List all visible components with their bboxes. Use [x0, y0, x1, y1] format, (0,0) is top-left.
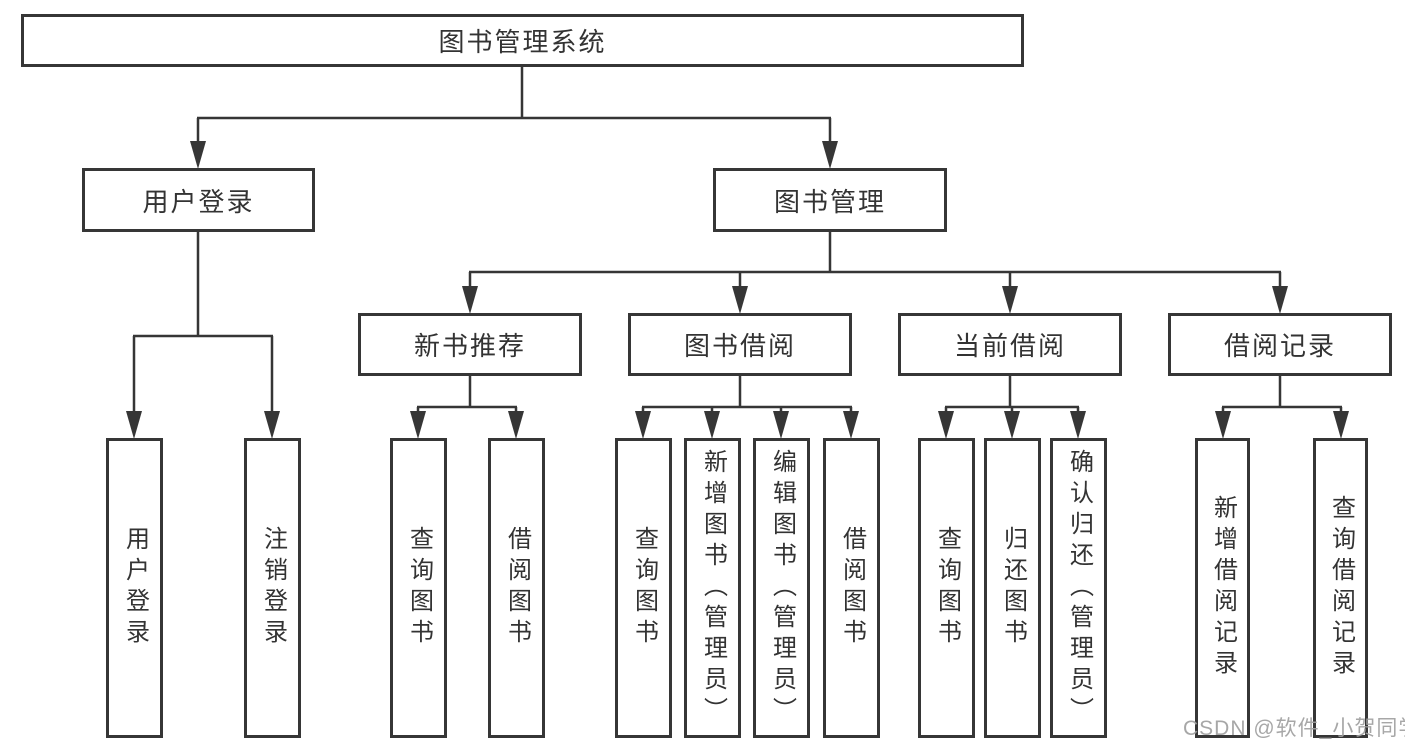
node-add-books-admin: 新增图书（管理员） — [684, 438, 741, 738]
node-label: 确认归还（管理员） — [1065, 448, 1093, 728]
node-label: 查询借阅记录 — [1327, 495, 1355, 681]
node-user-login: 用户登录 — [82, 168, 315, 232]
node-current-borrowing: 当前借阅 — [898, 313, 1122, 376]
node-label: 归还图书 — [999, 526, 1027, 650]
node-label: 用户登录 — [121, 526, 149, 650]
node-label: 查询图书 — [405, 526, 433, 650]
node-label: 借阅图书 — [503, 526, 531, 650]
node-query-books-borrow: 查询图书 — [615, 438, 672, 738]
node-login-action: 用户登录 — [106, 438, 163, 738]
node-logout-action: 注销登录 — [244, 438, 301, 738]
node-borrow-books-borrow: 借阅图书 — [823, 438, 880, 738]
node-new-book-recommend: 新书推荐 — [358, 313, 582, 376]
node-query-borrow-record: 查询借阅记录 — [1313, 438, 1368, 738]
node-book-borrowing: 图书借阅 — [628, 313, 852, 376]
node-return-books: 归还图书 — [984, 438, 1041, 738]
node-label: 注销登录 — [259, 526, 287, 650]
node-confirm-return-admin: 确认归还（管理员） — [1050, 438, 1107, 738]
node-label: 新增图书（管理员） — [699, 448, 727, 728]
node-book-management: 图书管理 — [713, 168, 947, 232]
node-label: 查询图书 — [933, 526, 961, 650]
node-label: 借阅图书 — [838, 526, 866, 650]
node-borrow-books-recommend: 借阅图书 — [488, 438, 545, 738]
node-label: 新增借阅记录 — [1209, 495, 1237, 681]
node-query-books-current: 查询图书 — [918, 438, 975, 738]
node-query-books-recommend: 查询图书 — [390, 438, 447, 738]
node-add-borrow-record: 新增借阅记录 — [1195, 438, 1250, 738]
csdn-watermark: CSDN @软件_小贺同学 — [1183, 717, 1405, 740]
node-borrowing-records: 借阅记录 — [1168, 313, 1392, 376]
node-label: 编辑图书（管理员） — [768, 448, 796, 728]
node-root-system: 图书管理系统 — [21, 14, 1024, 67]
arrowheads — [126, 141, 1349, 439]
node-edit-books-admin: 编辑图书（管理员） — [753, 438, 810, 738]
node-label: 查询图书 — [630, 526, 658, 650]
